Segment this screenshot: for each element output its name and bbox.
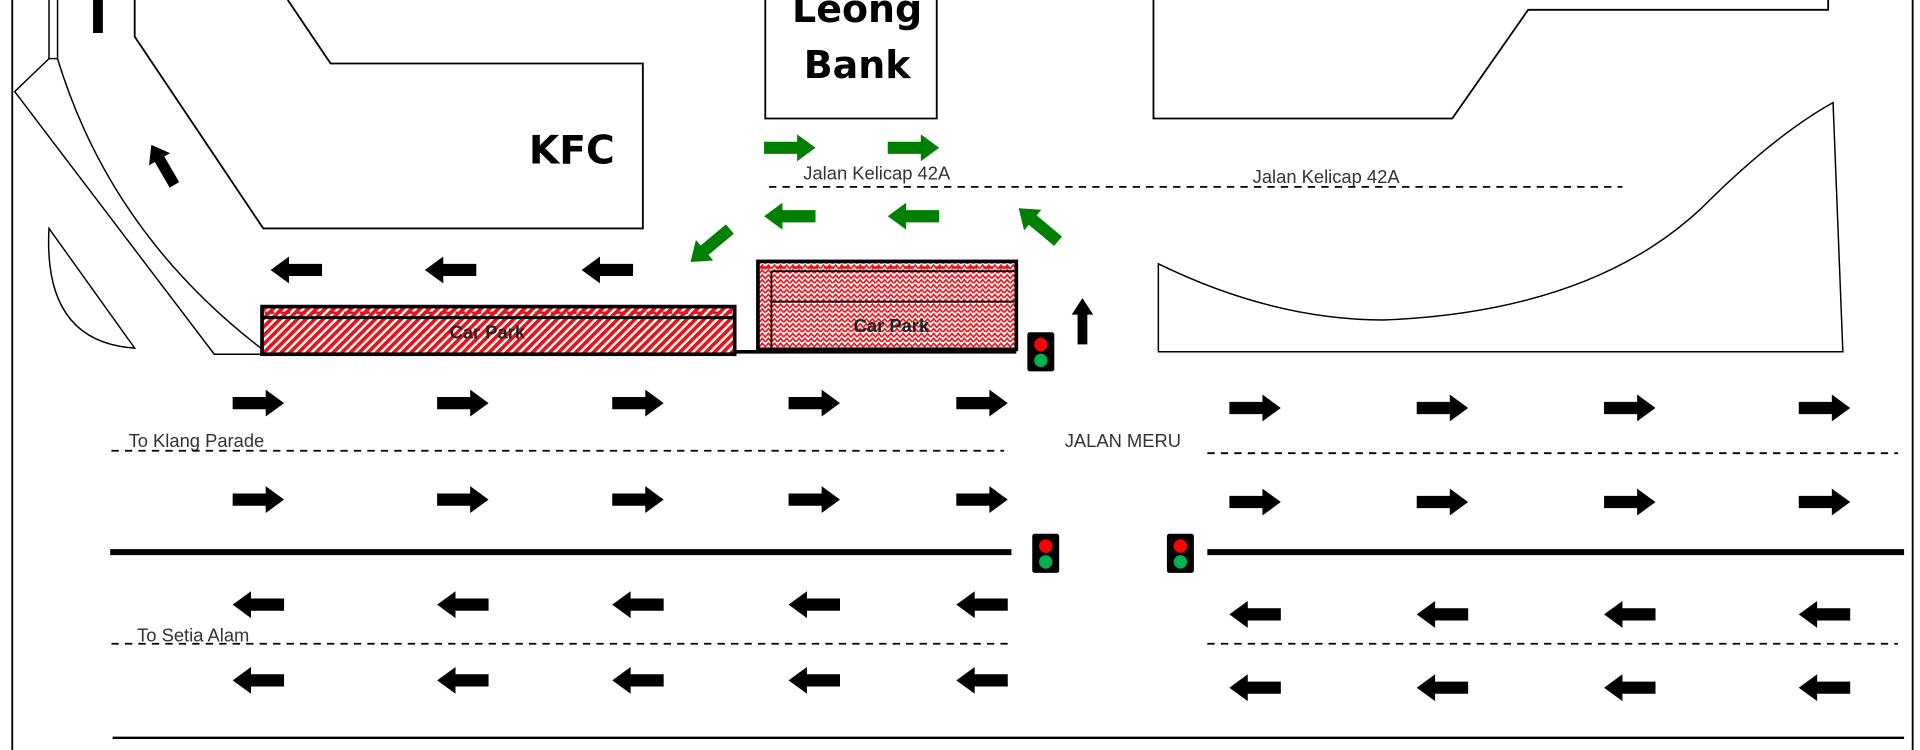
service-road-arrows (270, 256, 634, 284)
main-road-markings (110, 449, 1905, 740)
arrow-left-icon (232, 666, 285, 694)
arrow-left-icon (1229, 674, 1281, 702)
arrow-left-icon (1416, 600, 1469, 628)
arrow-right-icon (1798, 488, 1851, 516)
arrow-left-icon (956, 666, 1008, 694)
kfc-label: KFC (529, 129, 615, 174)
arrow-left-icon (270, 256, 323, 284)
arrow-left-icon (788, 591, 840, 619)
arrow-right-icon (1604, 488, 1656, 516)
arrow-right-icon (437, 389, 489, 417)
arrow-right-icon (1416, 488, 1469, 516)
right-plot (1157, 101, 1844, 353)
arrow-right-icon (437, 486, 489, 514)
arrow-right-icon (1798, 394, 1851, 422)
arrow-left-icon (1798, 674, 1851, 702)
traffic-light-main-left (1032, 533, 1060, 573)
green-arrow-right-icon (887, 134, 940, 162)
arrow-right-icon (1229, 488, 1281, 516)
arrow-left-icon (788, 666, 840, 694)
arrow-left-icon (424, 256, 477, 284)
traffic-light-main-right (1166, 533, 1194, 573)
arrow-left-icon (1416, 674, 1469, 702)
main-road-label: JALAN MERU (1065, 430, 1181, 451)
arrow-left-icon (612, 591, 664, 619)
arrow-up-left-icon (140, 138, 185, 191)
arrow-right-icon (788, 389, 840, 417)
arrow-right-icon (1416, 394, 1469, 422)
kfc-building (133, 0, 644, 230)
arrow-left-icon (1604, 674, 1656, 702)
direction-label-setia-alam: To Setia Alam (137, 624, 249, 645)
car-park-2: Car Park (756, 259, 1019, 352)
bank-building (764, 0, 938, 120)
arrow-left-icon (437, 666, 489, 694)
car-park-1: Car Park (260, 304, 1017, 357)
green-arrow-down-left-icon (681, 218, 739, 273)
arrow-right-icon (612, 486, 664, 514)
arrow-left-icon (956, 591, 1008, 619)
green-arrow-left-icon (887, 202, 940, 230)
arrow-left-icon (232, 591, 285, 619)
arrow-up-icon (1071, 298, 1094, 345)
green-arrow-up-left-icon (1010, 197, 1067, 252)
arrow-right-icon (612, 389, 664, 417)
arrow-right-icon (956, 389, 1008, 417)
left-access-road (13, 0, 264, 355)
direction-label-klang-parade: To Klang Parade (129, 430, 265, 451)
car-park-1-label: Car Park (450, 321, 526, 342)
side-road-label-right: Jalan Kelicap 42A (1253, 166, 1401, 187)
right-building (1152, 0, 1830, 120)
arrow-right-icon (1229, 394, 1281, 422)
car-park-2-label: Car Park (854, 315, 930, 336)
arrow-left-icon (581, 256, 634, 284)
green-arrow-left-icon (764, 202, 816, 230)
green-arrow-right-icon (764, 134, 816, 162)
side-road-label-left: Jalan Kelicap 42A (803, 163, 951, 184)
arrow-right-icon (232, 486, 285, 514)
arrow-right-icon (956, 486, 1008, 514)
arrow-right-icon (1604, 394, 1656, 422)
bank-label-line2: Bank (804, 43, 912, 87)
arrow-left-icon (437, 591, 489, 619)
arrow-right-icon (788, 486, 840, 514)
arrow-left-icon (1229, 600, 1281, 628)
arrow-left-icon (1798, 600, 1851, 628)
arrow-left-icon (1604, 600, 1656, 628)
arrow-right-icon (232, 389, 285, 417)
road-marker (93, 0, 103, 33)
traffic-light-side-road (1027, 332, 1055, 372)
detour-arrows (681, 134, 1067, 273)
arrow-left-icon (612, 666, 664, 694)
bank-label-line1: Leong (792, 0, 922, 31)
